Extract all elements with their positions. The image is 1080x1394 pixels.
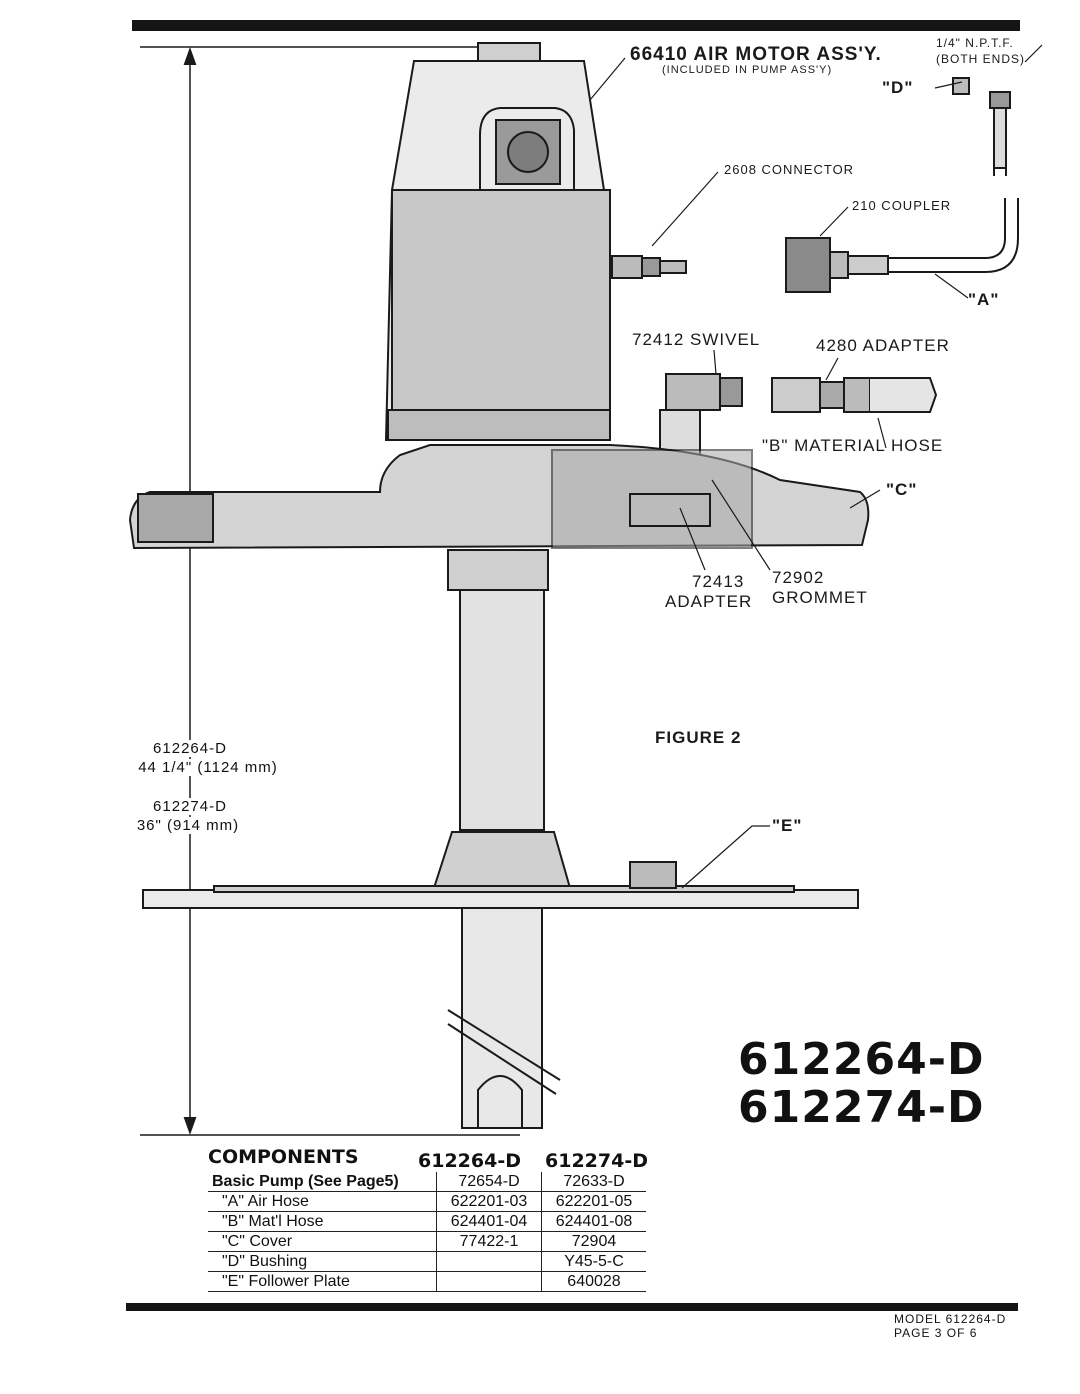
- model-number-1: 612264-D: [738, 1034, 985, 1085]
- pump-tube: [459, 589, 545, 831]
- adapter-72413-number: 72413: [692, 572, 745, 591]
- components-table: Basic Pump (See Page5) 72654-D 72633-D "…: [208, 1172, 646, 1292]
- component-value-1: 72654-D: [436, 1172, 542, 1192]
- table-row: Basic Pump (See Page5) 72654-D 72633-D: [208, 1172, 646, 1192]
- component-name: "D" Bushing: [208, 1251, 437, 1272]
- connector-2608: [611, 255, 687, 279]
- table-row: "E" Follower Plate 640028: [208, 1271, 646, 1292]
- table-row: "A" Air Hose 622201-03 622201-05: [208, 1191, 646, 1212]
- table-row: "B" Mat'l Hose 624401-04 624401-08: [208, 1211, 646, 1232]
- component-value-2: Y45-5-C: [541, 1251, 646, 1272]
- coupler-210: [785, 198, 1019, 293]
- table-row: "C" Cover 77422-1 72904: [208, 1231, 646, 1252]
- grommet-label: GROMMET: [772, 588, 868, 607]
- component-value-2: 72904: [541, 1231, 646, 1252]
- adapter-4280-label: 4280 ADAPTER: [816, 336, 950, 355]
- component-value-1: 622201-03: [436, 1191, 542, 1212]
- component-name: "A" Air Hose: [208, 1191, 437, 1212]
- components-col2-header: 612274-D: [545, 1150, 648, 1172]
- component-value-1: [436, 1251, 542, 1272]
- table-row: "D" Bushing Y45-5-C: [208, 1251, 646, 1272]
- footer-page: PAGE 3 OF 6: [894, 1326, 978, 1340]
- adapter-4280: [771, 377, 938, 413]
- coupler-label: 210 COUPLER: [852, 198, 952, 213]
- components-col1-header: 612264-D: [418, 1150, 521, 1172]
- both-ends-label: (BOTH ENDS): [936, 52, 1025, 66]
- air-motor-title: 66410 AIR MOTOR ASS'Y.: [630, 44, 882, 65]
- components-title: COMPONENTS: [208, 1146, 359, 1168]
- component-value-2: 72633-D: [541, 1172, 646, 1192]
- component-value-1: 624401-04: [436, 1211, 542, 1232]
- cover-c: [128, 444, 870, 550]
- d-label: "D": [882, 78, 914, 97]
- model-number-2: 612274-D: [738, 1082, 985, 1133]
- dim-model-1: 612264-D: [120, 740, 260, 757]
- component-value-2: 624401-08: [541, 1211, 646, 1232]
- lower-tube: [461, 907, 543, 1129]
- swivel-label: 72412 SWIVEL: [632, 330, 761, 349]
- component-name: "C" Cover: [208, 1231, 437, 1252]
- adapter-72413-label: ADAPTER: [665, 592, 753, 611]
- connector-label: 2608 CONNECTOR: [724, 162, 855, 177]
- nptf-label: 1/4" N.P.T.F.: [936, 36, 1014, 50]
- footer-model: MODEL 612264-D: [894, 1312, 1007, 1326]
- component-value-1: [436, 1271, 542, 1292]
- air-hose-end: [952, 77, 1011, 176]
- top-rule: [132, 20, 1020, 31]
- dim-length-2: 36" (914 mm): [108, 817, 268, 834]
- material-hose-label: "B" MATERIAL HOSE: [762, 436, 944, 455]
- figure-label: FIGURE 2: [655, 728, 742, 747]
- pump-collar: [447, 549, 549, 591]
- grommet-number: 72902: [772, 568, 825, 587]
- a-label: "A": [968, 290, 1000, 309]
- component-name: "E" Follower Plate: [208, 1271, 437, 1292]
- dim-length-1: 44 1/4" (1124 mm): [108, 759, 308, 776]
- motor-cap: [477, 42, 541, 62]
- air-motor-subtitle: (INCLUDED IN PUMP ASS'Y): [662, 64, 833, 76]
- component-value-2: 622201-05: [541, 1191, 646, 1212]
- component-name: "B" Mat'l Hose: [208, 1211, 437, 1232]
- component-value-1: 77422-1: [436, 1231, 542, 1252]
- dim-model-2: 612274-D: [120, 798, 260, 815]
- bottom-rule: [126, 1303, 1018, 1311]
- c-label: "C": [886, 480, 918, 499]
- e-label: "E": [772, 816, 803, 835]
- component-value-2: 640028: [541, 1271, 646, 1292]
- component-name: Basic Pump (See Page5): [208, 1172, 437, 1192]
